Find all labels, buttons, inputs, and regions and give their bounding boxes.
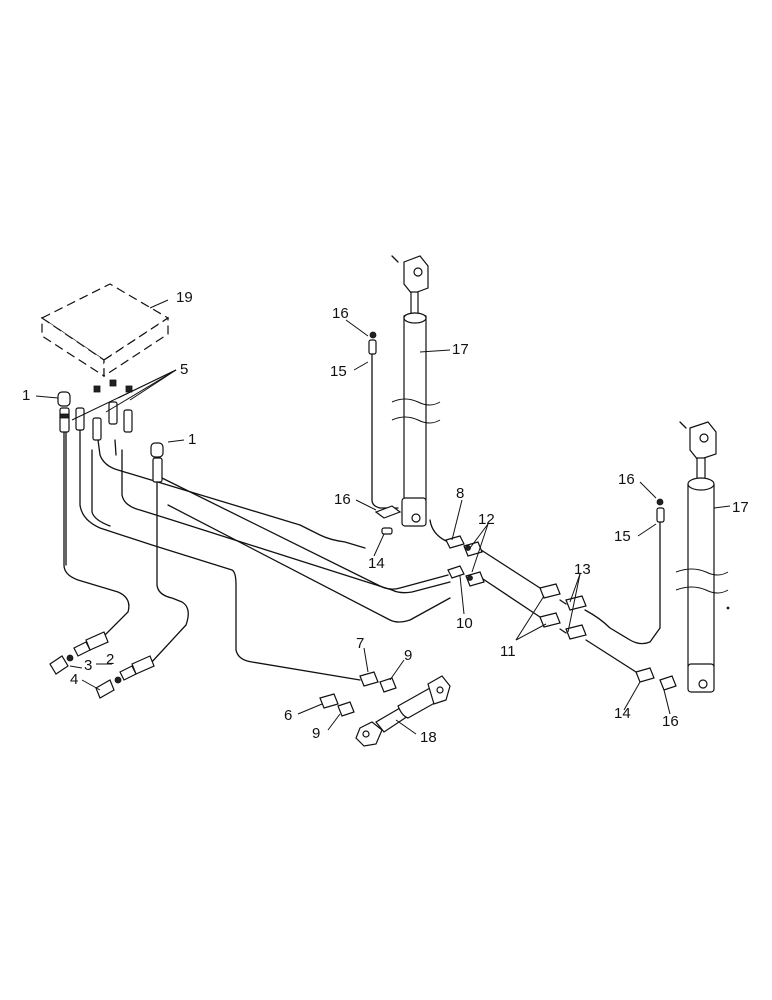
callout-16-right: 16 xyxy=(618,471,635,488)
callout-16-middle: 16 xyxy=(334,491,351,508)
callout-1-right: 1 xyxy=(188,431,196,448)
fittings xyxy=(49,331,677,717)
cylinder-lower xyxy=(355,675,451,747)
callout-5: 5 xyxy=(180,361,188,378)
callout-17-right: 17 xyxy=(732,499,749,516)
callout-11: 11 xyxy=(500,643,516,660)
callout-6: 6 xyxy=(284,707,292,724)
callout-4: 4 xyxy=(70,671,78,688)
callout-15-right: 15 xyxy=(614,528,631,545)
control-block xyxy=(40,283,170,378)
callout-19: 19 xyxy=(176,289,193,306)
callout-1-left: 1 xyxy=(22,387,30,404)
callout-9-lower: 9 xyxy=(312,725,320,742)
callout-14-upper: 14 xyxy=(368,555,385,572)
cylinder-right xyxy=(675,421,730,693)
callout-13: 13 xyxy=(574,561,591,578)
callout-14-lower: 14 xyxy=(614,705,631,722)
callout-10: 10 xyxy=(456,615,473,632)
callout-7: 7 xyxy=(356,635,364,652)
callout-17-upper: 17 xyxy=(452,341,469,358)
callouts: 1 1 2 3 4 5 6 7 8 9 9 10 11 12 13 14 14 … xyxy=(22,289,749,746)
leader-lines xyxy=(35,299,731,735)
callout-12: 12 xyxy=(478,511,495,528)
callout-16-lower: 16 xyxy=(662,713,679,730)
callout-9-upper: 9 xyxy=(404,647,412,664)
callout-2: 2 xyxy=(106,651,114,668)
callout-15-upper: 15 xyxy=(330,363,347,380)
callout-16-upper: 16 xyxy=(332,305,349,322)
callout-18: 18 xyxy=(420,729,437,746)
callout-8: 8 xyxy=(456,485,464,502)
callout-3: 3 xyxy=(84,657,92,674)
cylinder-upper xyxy=(391,255,441,527)
